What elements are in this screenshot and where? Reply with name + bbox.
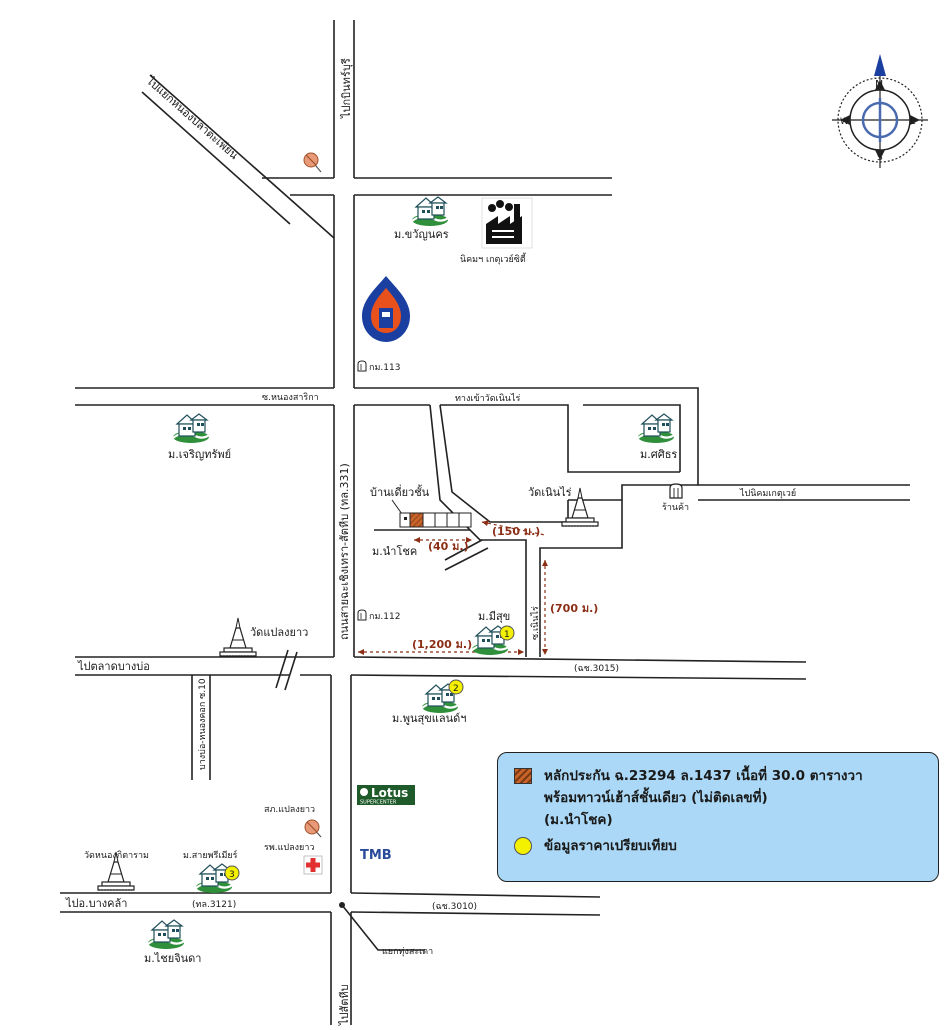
house-icon-chai-jinda [146,918,188,951]
house-icon-charoen-sap [171,412,213,445]
collateral-swatch-icon [514,768,532,784]
legend-collateral-line2: พร้อมทาวน์เฮ้าส์ชั้นเดียว (ไม่ติดเลขที่) [544,790,768,806]
soi-namchok-branch-1 [444,547,489,571]
comparison-marker-3: 3 [224,865,240,881]
compass-w: W [840,117,849,127]
label-to-wat-noen-rai: ทางเข้าวัดเนินไร่ [455,393,520,404]
label-police-plaeng-yao: สภ.แปลงยาว [264,805,315,815]
label-m-sai-premier: ม.สายพรีเมียร์ [183,849,238,861]
label-hospital-plaeng-yao: รพ.แปลงยาว [264,843,314,853]
label-wat-noen-rai: วัดเนินไร่ [528,486,572,499]
soi-namchok-branch-2 [444,539,483,561]
road-wat-noen-rai-bottom-mid [440,404,680,473]
label-m-chai-jinda: ม.ไชยจินดา [144,952,201,965]
legend-comparison: ข้อมูลราคาเปรียบเทียบ [514,835,924,857]
police-icon [304,819,322,838]
compass-n: N [875,78,883,91]
label-shop: ร้านค้า [662,502,689,513]
label-single-storey-house: บ้านเดี่ยวชั้น [370,484,430,499]
road-3015-east-bottom [350,674,807,680]
km-113-icon [357,360,367,372]
label-soi-nong-sarika: ซ.หนองสาริกา [262,392,319,403]
label-m-phunsuk: ม.พูนสุขแลนด์ฯ [392,712,466,725]
lotus-logo: Lotus SUPERCENTER [357,785,415,806]
north-arrow-icon [874,54,886,76]
legend-comparison-label: ข้อมูลราคาเปรียบเทียบ [544,838,677,854]
shop-icon [669,483,683,499]
diagonal-road-inner [141,91,291,225]
dim-150 [481,521,546,536]
label-junction-thung-sadao: แยกทุ่งสะเดา [382,947,433,957]
label-m-charoen-sap: ม.เจริญทรัพย์ [168,448,231,461]
comparison-marker-1: 1 [499,625,515,641]
label-m-kwannakorn: ม.ขวัญนคร [394,228,449,241]
road-3010-top [350,892,601,898]
label-m-misuk: ม.มีสุข [478,610,510,623]
legend-collateral-line1: หลักประกัน ฉ.23294 ล.1437 เนื้อที่ 30.0 … [544,768,863,784]
comparison-marker-2: 2 [448,679,464,695]
house-icon-kwannakorn [410,195,452,228]
label-km-112: กม.112 [369,612,400,622]
label-to-kabin-buri: ไปกบินทร์บุรี [340,58,353,119]
diagonal-road-outer [149,74,335,239]
soi-noen-rai-upper [439,404,569,523]
tmb-logo: TMB [360,848,392,863]
label-km-113: กม.113 [369,363,400,373]
road-sasithorn-loop [583,404,681,472]
townhouse-row [399,512,472,528]
ptt-gas-station-icon [362,276,410,342]
label-road-3015: (ฉช.3015) [574,664,619,674]
label-m-sathaporn: ม.ศศิธร [640,448,677,461]
label-road-3010: (ฉช.3010) [432,902,477,912]
legend-collateral: หลักประกัน ฉ.23294 ล.1437 เนื้อที่ 30.0 … [514,765,924,831]
km-112-icon [357,609,367,621]
label-m-namchok: ม.นำโชค [372,544,417,558]
road-break-2 [284,651,298,691]
compass-e: E [910,117,916,127]
police-top-icon [303,152,322,173]
label-to-nongpla-lapien: ไปแยกหนองปลาตะเพียน [143,74,241,162]
distance-1200: (1,200 ม.) [412,638,472,651]
legend-collateral-line3: (ม.นำโชค) [544,812,613,828]
distance-150: (150 ม.) [492,525,540,538]
soi-noen-rai-west [429,404,527,657]
compass-rose: N S E W [832,54,928,168]
lotus-text: Lotus [371,786,408,800]
label-nikom-gateway-city: นิคมฯ เกตุเวย์ซิตี้ [460,252,527,265]
junction-pointer [341,904,425,951]
road-wat-link [568,484,698,501]
label-to-amphoe-bangkla: ไปอ.บางคล้า [65,897,127,910]
label-soi-noen-rai: ซ.เนินไร่ [530,606,541,640]
roads [60,20,910,1025]
label-road-3121: (ทล.3121) [192,900,236,910]
comparison-dot-icon [514,837,532,855]
distance-700: (700 ม.) [550,602,598,615]
distance-40: (40 ม.) [428,540,469,553]
collateral-plot [409,512,424,528]
factory-icon [481,197,533,249]
map-legend: หลักประกัน ฉ.23294 ล.1437 เนื้อที่ 30.0 … [497,752,939,882]
road-break-1 [275,649,289,689]
label-to-nikom-gateway: ไปนิคมเกตุเวย์ [739,487,796,499]
road-wat-noen-rai-top [354,387,910,486]
label-to-talad-bangbo: ไปตลาดบางบ่อ [77,660,150,673]
label-bangbo-nongkhok: บางบ่อ-หนองคอก ซ.10 [198,678,208,770]
label-main-road: ถนนสายฉะเชิงเทรา-สัตหีบ (ทล.331) [338,463,351,640]
lotus-subtext: SUPERCENTER [360,800,397,806]
marker-3-number: 3 [229,870,235,880]
compass-s: S [877,153,883,163]
road-3015-east-top [353,656,807,663]
junction-dot [339,902,345,908]
label-to-sattahip: ไปสัตหีบ [338,984,351,1026]
pointer-single-storey [391,499,403,515]
marker-1-number: 1 [504,630,510,640]
road-3010-bottom [350,911,601,916]
soi-noen-rai-east [539,500,623,657]
label-wat-plaeng-yao: วัดแปลงยาว [250,626,308,639]
marker-2-number: 2 [453,684,459,694]
house-icon-sasithorn [636,412,678,445]
hospital-icon [303,855,323,875]
